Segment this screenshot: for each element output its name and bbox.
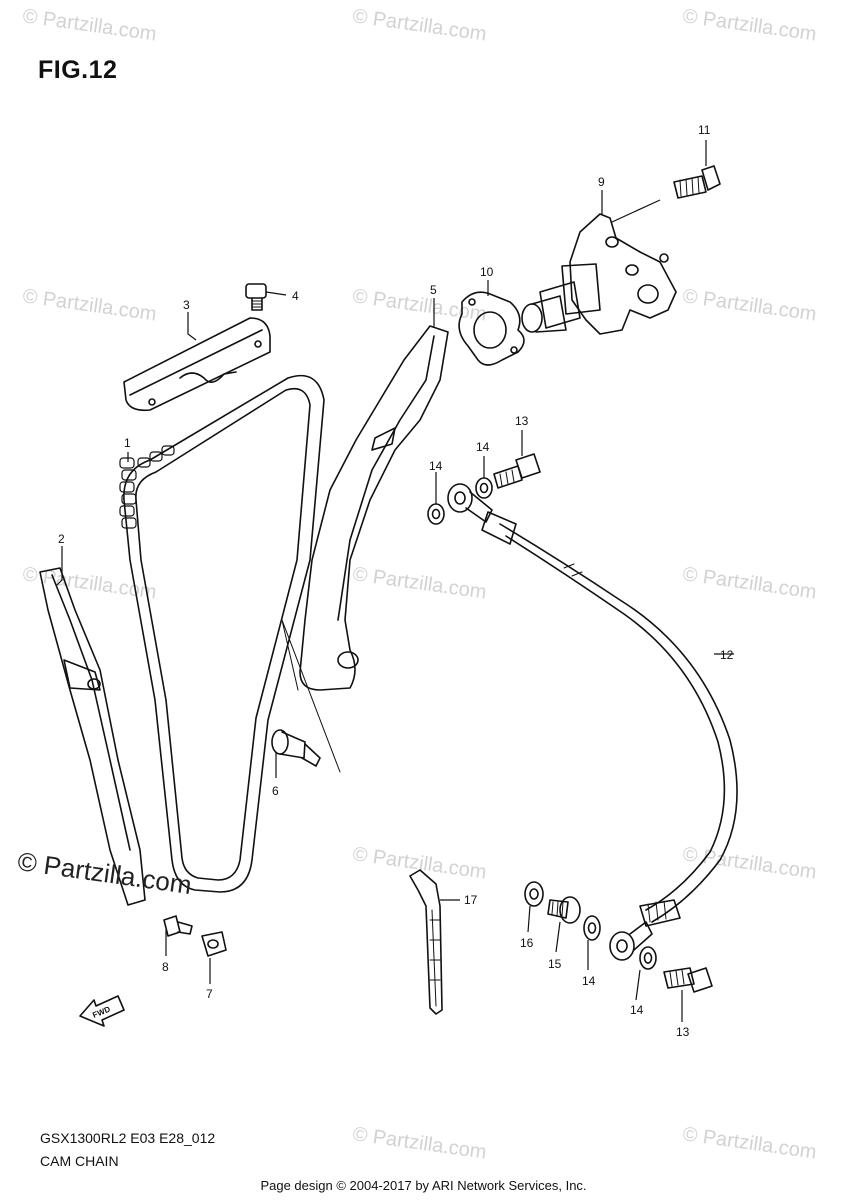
- watermark: © Partzilla.com: [681, 5, 818, 46]
- callout-8: 8: [162, 960, 169, 974]
- callout-16: 16: [520, 936, 534, 950]
- watermark: © Partzilla.com: [681, 1123, 818, 1164]
- fwd-arrow-icon: [79, 995, 125, 1027]
- callout-14-b: 14: [476, 440, 490, 454]
- view-divider-lines: [281, 619, 341, 773]
- callout-4: 4: [292, 289, 299, 303]
- callout-13-upper: 13: [515, 414, 529, 428]
- callout-7: 7: [206, 987, 213, 1001]
- callout-3: 3: [183, 298, 190, 312]
- callout-6: 6: [272, 784, 279, 798]
- watermark: © Partzilla.com: [351, 1123, 488, 1164]
- watermark: © Partzilla.com: [681, 563, 818, 604]
- washer-part-14-a[interactable]: [427, 503, 445, 525]
- washer-part-14-b[interactable]: [475, 477, 493, 499]
- watermark: © Partzilla.com: [351, 5, 488, 46]
- washer-part-14-c[interactable]: [583, 915, 601, 941]
- clamp-part-17[interactable]: [409, 869, 443, 1015]
- gasket-part-10[interactable]: [458, 291, 525, 366]
- leader-lines: [55, 140, 734, 1022]
- callout-5: 5: [430, 283, 437, 297]
- banjo-bolt-upper-part-13[interactable]: [493, 453, 541, 489]
- hose-part-12[interactable]: [481, 511, 738, 927]
- cam-chain-guide-part-2[interactable]: [39, 567, 146, 906]
- tensioner-adjuster-part-9[interactable]: [521, 213, 677, 335]
- callout-14-a: 14: [429, 459, 443, 473]
- washer-plate-part-7[interactable]: [201, 931, 227, 957]
- watermark: © Partzilla.com: [351, 843, 488, 884]
- watermark: © Partzilla.com: [351, 285, 488, 326]
- callout-9: 9: [598, 175, 605, 189]
- watermark: © Partzilla.com: [21, 5, 158, 46]
- watermark: © Partzilla.com: [351, 563, 488, 604]
- callout-1: 1: [124, 436, 131, 450]
- callout-14-c: 14: [582, 974, 596, 988]
- watermark: © Partzilla.com: [21, 285, 158, 326]
- washer-part-14-d[interactable]: [639, 946, 657, 970]
- banjo-bolt-lower-part-13[interactable]: [663, 967, 713, 993]
- callout-12: 12: [720, 648, 734, 662]
- banjo-fitting-lower[interactable]: [609, 921, 653, 961]
- callout-11: 11: [698, 123, 711, 137]
- chain-guide-upper-part-3[interactable]: [123, 317, 271, 412]
- page-footer: Page design © 2004-2017 by ARI Network S…: [260, 1178, 587, 1193]
- bolt-part-15[interactable]: [547, 896, 581, 924]
- guide-bolt-part-6[interactable]: [271, 729, 321, 767]
- washer-part-16[interactable]: [524, 881, 544, 907]
- callout-17: 17: [464, 893, 478, 907]
- watermark: © Partzilla.com: [681, 285, 818, 326]
- bolt-part-8[interactable]: [163, 915, 193, 937]
- tensioner-guide-part-5[interactable]: [299, 325, 449, 691]
- bolt-part-4[interactable]: [245, 283, 267, 311]
- callout-13-lower: 13: [676, 1025, 690, 1039]
- callout-labels: 1 2 3 4 5 6 7 8 9 10 11 12 13 13 14 14 1…: [58, 123, 734, 1039]
- figure-code: GSX1300RL2 E03 E28_012: [40, 1130, 216, 1146]
- callout-15: 15: [548, 957, 562, 971]
- figure-title: FIG.12: [38, 56, 118, 84]
- cam-chain-part-1[interactable]: [119, 374, 325, 893]
- banjo-fitting-upper[interactable]: [447, 483, 493, 523]
- callout-14-d: 14: [630, 1003, 644, 1017]
- figure-name: CAM CHAIN: [40, 1153, 119, 1169]
- bolt-part-11[interactable]: [673, 165, 721, 199]
- callout-10: 10: [480, 265, 494, 279]
- callout-2: 2: [58, 532, 65, 546]
